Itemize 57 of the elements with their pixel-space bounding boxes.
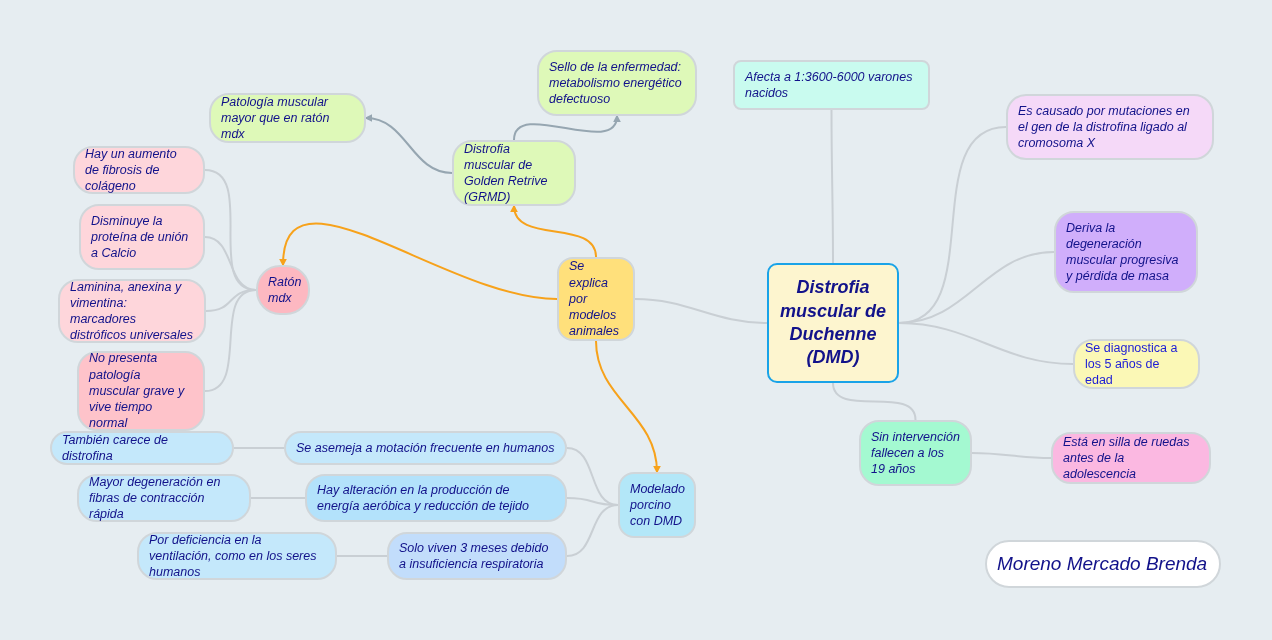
topic-box xyxy=(73,146,205,194)
arrow xyxy=(513,114,620,141)
connector-line xyxy=(832,382,917,421)
topic-text: Disminuye la proteína de unión a Calcio xyxy=(91,212,190,262)
topic-box xyxy=(618,472,696,538)
topic-text: Deriva la degeneración muscular progresiva y pérdida de masa xyxy=(1066,219,1180,285)
topic-text: Es causado por mutaciones en el gen de la distrofina ligado al cromosoma X xyxy=(1018,102,1191,152)
connector-line xyxy=(971,452,1052,459)
arrow xyxy=(595,340,661,474)
topic-box xyxy=(77,474,251,522)
topic-text: Se explica por modelos animales xyxy=(569,258,621,340)
topic-box xyxy=(537,50,697,116)
topic-box xyxy=(256,265,310,315)
topic-text: Modelado porcino con DMD xyxy=(630,480,685,530)
topic-text: Moreno Mercado Brenda xyxy=(997,551,1208,576)
topic-text: Laminina, anexina y vimentina: marcadores distróficos universales xyxy=(70,278,194,344)
topic-text: Se asemeja a motación frecuente en humanos xyxy=(296,439,555,457)
topic-text: No presenta patología muscular grave y vive tiempo normal xyxy=(89,350,186,432)
topic-box xyxy=(452,140,576,206)
topic-text: Está en silla de ruedas antes de la adolescencia xyxy=(1063,433,1191,483)
topic-box xyxy=(733,60,930,110)
topic-box xyxy=(1054,211,1198,293)
topic-text: Hay alteración en la producción de energía aeróbica y reducción de tejido xyxy=(317,481,530,515)
topic-box xyxy=(985,540,1221,588)
topic-box xyxy=(209,93,366,143)
topic-box xyxy=(767,263,899,383)
arrow xyxy=(511,204,597,258)
topic-box xyxy=(387,532,567,580)
topic-text: Mayor degeneración en fibras de contracción rápida xyxy=(89,473,222,523)
connector-line xyxy=(634,298,768,324)
topic-text: Afecta a 1:3600-6000 varones nacidos xyxy=(745,68,914,102)
topic-text: También carece de distrofina xyxy=(62,431,169,465)
topic-box xyxy=(859,420,972,486)
topic-box xyxy=(284,431,567,465)
arrow xyxy=(364,114,453,174)
topic-box xyxy=(79,204,205,270)
topic-box xyxy=(1051,432,1211,484)
topic-text: Sin intervención fallecen a los 19 años xyxy=(871,428,960,478)
topic-text: Se diagnostica a los 5 años de edad xyxy=(1085,339,1179,389)
topic-text: Hay un aumento de fibrosis de colágeno xyxy=(85,145,178,195)
topic-text: Solo viven 3 meses debido a insuficiencia respiratoria xyxy=(399,539,550,573)
topic-text: Patología muscular mayor que en ratón mdx xyxy=(221,93,331,143)
arrow xyxy=(279,222,558,300)
topic-box xyxy=(137,532,337,580)
topic-text: Distrofia muscular de Duchenne (DMD) xyxy=(778,276,887,370)
topic-box xyxy=(557,257,635,341)
connector-line xyxy=(566,504,619,557)
topic-box xyxy=(1006,94,1214,160)
topic-box xyxy=(1073,339,1200,389)
topic-text: Ratón mdx xyxy=(268,273,302,307)
topic-text: Por deficiencia en la ventilación, como en los seres humanos xyxy=(149,531,318,581)
topic-box xyxy=(58,279,206,343)
topic-box xyxy=(305,474,567,522)
topic-text: Distrofia muscular de Golden Retrive (GRMD) xyxy=(464,140,549,206)
topic-box xyxy=(50,431,234,465)
topic-text: Sello de la enfermedad: metabolismo energético defectuoso xyxy=(549,58,683,108)
topic-box xyxy=(77,351,205,431)
